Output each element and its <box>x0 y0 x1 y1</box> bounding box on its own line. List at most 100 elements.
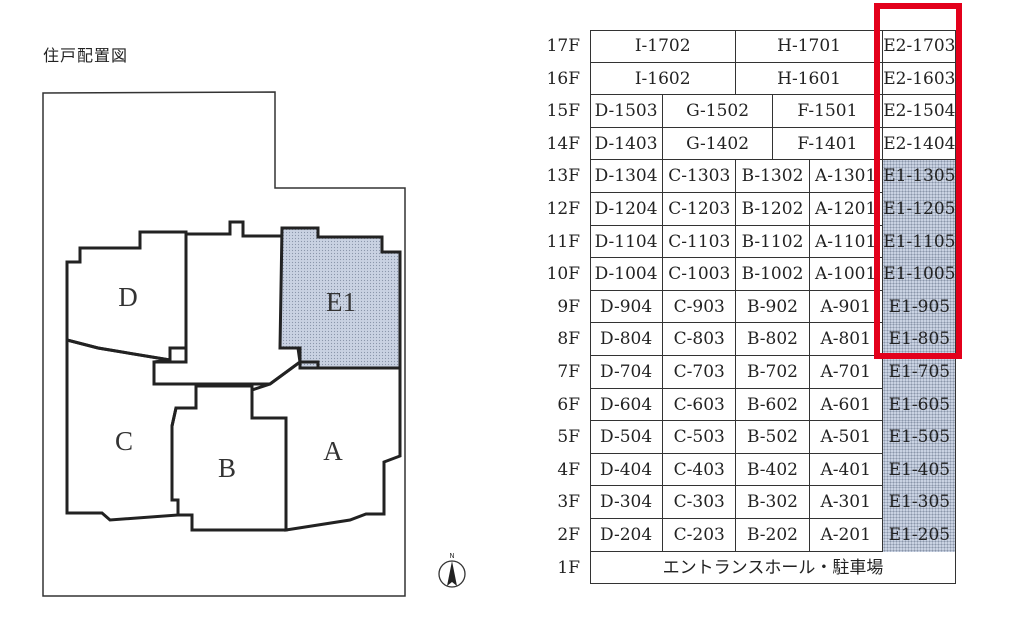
unit-cell: エントランスホール・駐車場 <box>662 557 884 578</box>
unit-cell: E2-1603 <box>883 68 956 89</box>
unit-label-c: C <box>115 426 133 456</box>
unit-label-e1: E1 <box>326 287 356 317</box>
north-compass-icon: N <box>438 552 466 588</box>
unit-cell: G-1402 <box>663 127 773 161</box>
floor-label: 2F <box>557 525 580 545</box>
unit-cell: E1-605 <box>882 388 956 422</box>
floor-label: 16F <box>546 68 580 89</box>
unit-cell: D-1104 <box>590 225 664 259</box>
unit-cell: C-503 <box>663 421 737 454</box>
unit-cell: B-302 <box>736 486 810 519</box>
floor-label: 11F <box>546 231 580 252</box>
floor-label: 1F <box>557 557 580 578</box>
unit-cell: B-1202 <box>736 193 810 226</box>
unit-cell: A-601 <box>810 388 883 422</box>
unit-cell: A-201 <box>810 519 883 552</box>
unit-cell: A-1201 <box>810 193 883 226</box>
unit-cell: E2-1504 <box>883 101 956 122</box>
unit-cell: C-303 <box>663 486 737 519</box>
unit-cell: D-404 <box>590 453 664 487</box>
unit-cell: E1-205 <box>882 519 956 552</box>
unit-cell: A-1101 <box>810 225 883 259</box>
unit-label-b: B <box>218 453 236 483</box>
unit-label-a: A <box>323 436 343 466</box>
unit-cell: B-402 <box>736 453 810 487</box>
floor-label: 5F <box>557 427 580 448</box>
floor-label: 8F <box>557 329 580 350</box>
north-label: N <box>449 552 454 560</box>
unit-cell: D-1403 <box>590 127 664 161</box>
unit-cell: E2-1703 <box>883 36 956 56</box>
unit-cell: E1-1105 <box>882 225 956 259</box>
site-plan: D E1 C B A N <box>42 91 466 597</box>
unit-cell: A-1001 <box>810 258 883 291</box>
unit-cell: B-602 <box>736 388 810 422</box>
unit-cell: E1-805 <box>882 323 956 356</box>
unit-cell: E1-1005 <box>882 258 956 291</box>
unit-cell: D-904 <box>590 290 664 324</box>
floor-row: エントランスホール・駐車場 <box>590 552 956 585</box>
unit-cell: C-903 <box>663 290 737 324</box>
unit-cell: A-301 <box>810 486 883 519</box>
unit-cell: B-1102 <box>736 225 810 259</box>
unit-cell: C-1303 <box>663 160 737 193</box>
unit-cell: A-701 <box>810 356 883 389</box>
unit-cell: C-1003 <box>663 258 737 291</box>
unit-cell: F-1501 <box>773 95 883 128</box>
unit-cell: D-1503 <box>590 95 664 128</box>
floor-label: 12F <box>546 199 580 219</box>
unit-cell: E1-905 <box>882 290 956 324</box>
unit-d-shape <box>65 230 188 362</box>
unit-cell: H-1701 <box>736 30 883 63</box>
unit-cell: A-401 <box>810 453 883 487</box>
unit-cell: B-702 <box>736 356 810 389</box>
floor-label: 7F <box>557 362 580 382</box>
core-area <box>152 220 302 386</box>
floor-label: 17F <box>546 36 580 56</box>
unit-cell: D-704 <box>590 356 664 389</box>
floor-label: 3F <box>557 492 580 513</box>
unit-cell: D-1004 <box>590 258 664 291</box>
unit-cell: D-1304 <box>590 160 664 193</box>
unit-e1-shape <box>278 226 402 370</box>
floor-label: 14F <box>546 133 580 154</box>
unit-cell: A-501 <box>810 421 883 454</box>
highlight-box <box>874 3 962 359</box>
unit-cell: A-801 <box>810 323 883 356</box>
unit-cell: C-703 <box>663 356 737 389</box>
floor-label: 9F <box>557 296 580 317</box>
unit-cell: E1-505 <box>882 421 956 454</box>
unit-cell: H-1601 <box>736 62 883 96</box>
unit-cell: E1-1305 <box>882 160 956 193</box>
unit-cell: A-901 <box>810 290 883 324</box>
unit-cell: B-802 <box>736 323 810 356</box>
floor-label: 4F <box>557 459 580 480</box>
unit-label-d: D <box>118 282 138 312</box>
floor-label: 13F <box>546 166 580 187</box>
unit-a-shape <box>250 360 402 532</box>
unit-cell: E1-405 <box>882 453 956 487</box>
unit-cell: A-1301 <box>810 160 883 193</box>
unit-cell: E1-305 <box>882 486 956 519</box>
unit-cell: B-1002 <box>736 258 810 291</box>
plan-title: 住戸配置図 <box>43 46 129 65</box>
unit-cell: I-1702 <box>590 30 737 63</box>
unit-cell: D-504 <box>590 421 664 454</box>
unit-cell: D-1204 <box>590 193 664 226</box>
unit-cell: E1-1205 <box>882 193 956 226</box>
